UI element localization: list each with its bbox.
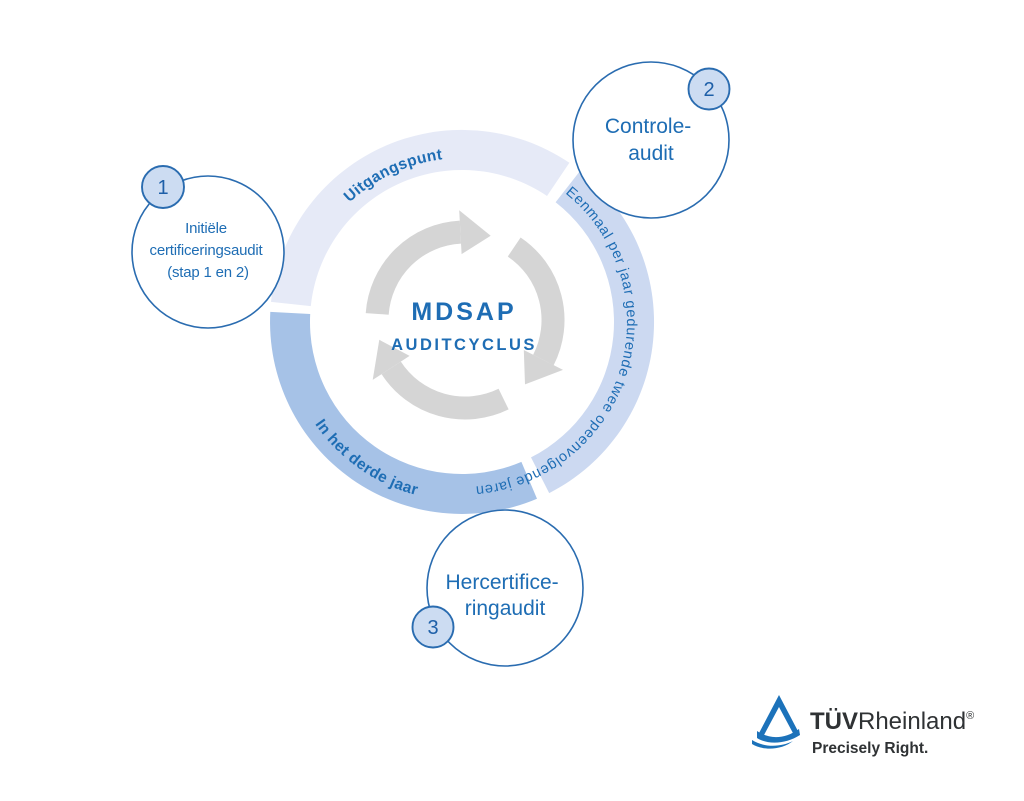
tuv-rheinland-logo: TÜVRheinland® Precisely Right. [752, 695, 974, 757]
tuv-triangle-shape [758, 695, 800, 735]
tuv-triangle-icon [752, 695, 800, 749]
node-2-label: Controle- audit [605, 115, 697, 165]
cycle-arrow-head-2 [523, 350, 563, 385]
node-2-number: 2 [703, 79, 714, 101]
cycle-arrow-head-3 [372, 339, 410, 380]
node-initial-certification-audit: Initiële certificeringsaudit (stap 1 en … [131, 165, 285, 329]
cycle-arrow-arc-2 [507, 237, 565, 366]
ring-segment-uitgangspunt [271, 129, 570, 307]
cycle-arrow-head-1 [459, 210, 491, 255]
node-1-number-badge [141, 165, 185, 209]
node-3-number: 3 [427, 617, 438, 639]
tuv-triangle-wave-main [757, 729, 800, 743]
node-1-number: 1 [157, 177, 168, 199]
brand-name: TÜVRheinland® [810, 708, 974, 735]
center-title: MDSAP [411, 298, 516, 326]
ring-segment-derde-jaar [270, 311, 537, 514]
node-3-label: Hercertifice- ringaudit [445, 571, 564, 620]
cycle-arrow-arc-3 [381, 361, 509, 420]
tuv-triangle-wave-under [752, 740, 793, 749]
node-1-label-line-2: certificeringsaudit [150, 242, 264, 259]
brand-name-rheinland: Rheinland [858, 708, 966, 735]
node-recertification-audit: Hercertifice- ringaudit 3 [411, 509, 584, 667]
node-2-number-badge [687, 67, 731, 111]
node-1-circle [131, 175, 285, 329]
node-2-circle [572, 61, 730, 219]
node-3-label-line-2: ringaudit [465, 597, 546, 620]
registered-trademark-symbol: ® [966, 710, 974, 722]
node-1-label-line-3: (stap 1 en 2) [167, 264, 249, 281]
brand-name-tuv: TÜV [810, 708, 858, 735]
cycle-arrow-arc-1 [365, 220, 462, 316]
node-3-circle [426, 509, 584, 667]
node-2-label-line-2: audit [628, 142, 674, 165]
node-3-label-line-1: Hercertifice- [445, 571, 558, 594]
ring-segment-eenmaal-per-jaar [531, 170, 655, 494]
center-subtitle: AUDITCYCLUS [391, 336, 537, 354]
cycle-arrows-icon [365, 210, 565, 420]
node-3-number-badge [411, 605, 455, 649]
node-1-label-line-1: Initiële [185, 220, 227, 237]
node-1-label: Initiële certificeringsaudit (stap 1 en … [150, 220, 267, 281]
brand-tagline: Precisely Right. [812, 740, 928, 757]
node-2-label-line-1: Controle- [605, 115, 691, 138]
node-surveillance-audit: Controle- audit 2 [572, 61, 731, 219]
